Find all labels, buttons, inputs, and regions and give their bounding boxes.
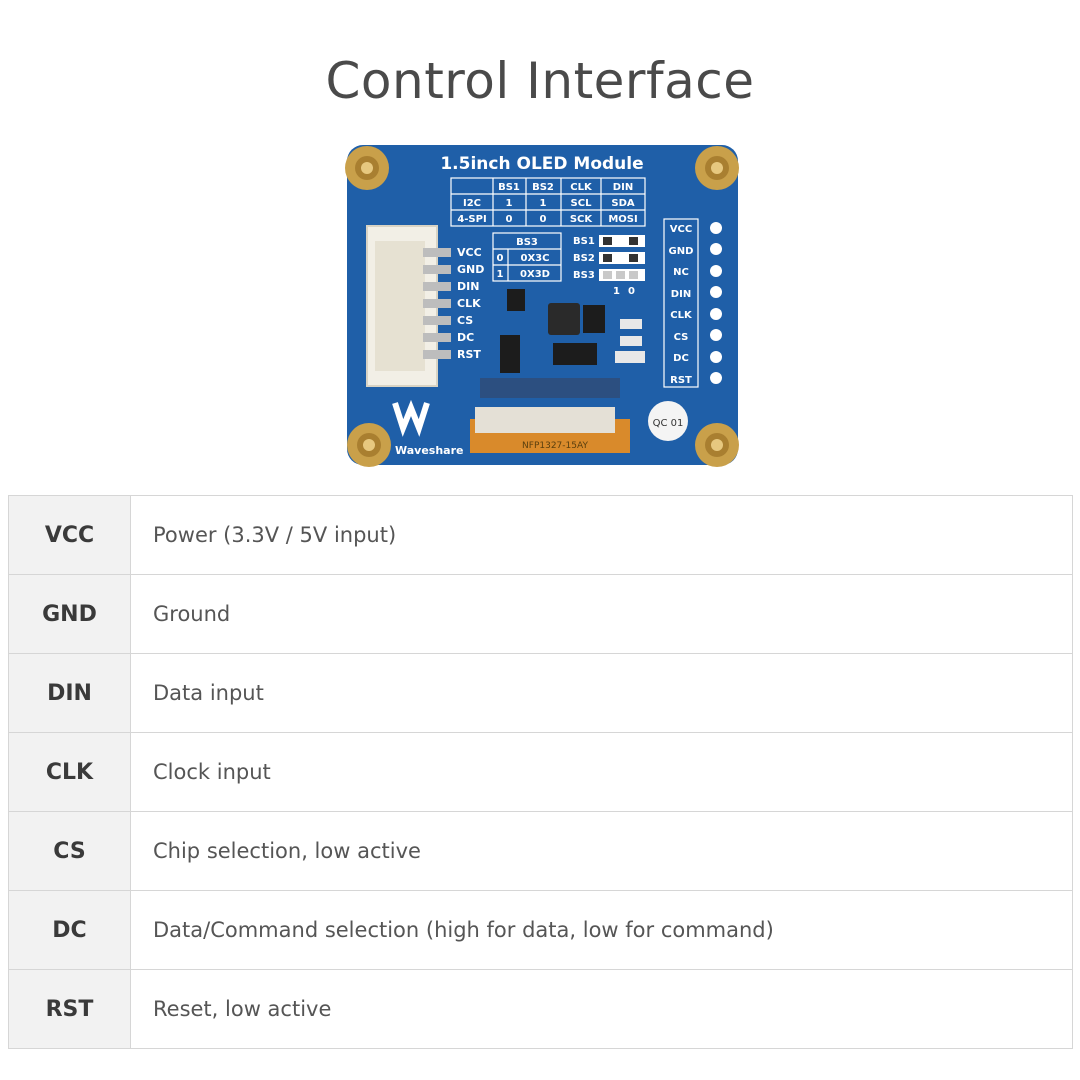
right-pin-dc: DC bbox=[673, 353, 689, 364]
left-pin-vcc: VCC bbox=[457, 246, 482, 259]
bus-row-i2c-bs1: 1 bbox=[506, 198, 513, 209]
standoff-top-right bbox=[695, 146, 739, 190]
bs3-row-0-value: 0 bbox=[497, 253, 504, 264]
fpc-connector bbox=[470, 407, 630, 453]
bus-header-bs1: BS1 bbox=[498, 182, 520, 193]
right-pin-din: DIN bbox=[671, 289, 691, 300]
board-title: 1.5inch OLED Module bbox=[440, 154, 643, 174]
bs3-row-1-address: 0X3D bbox=[520, 269, 550, 280]
left-pin-cs: CS bbox=[457, 314, 473, 327]
pin-description: Ground bbox=[130, 574, 1073, 654]
waveshare-logo bbox=[392, 399, 430, 437]
switch-pads bbox=[599, 235, 645, 281]
standoff-bottom-left bbox=[347, 423, 391, 467]
right-header-holes bbox=[710, 222, 722, 384]
right-pin-vcc: VCC bbox=[670, 224, 692, 235]
switch-scale-1: 1 bbox=[613, 286, 620, 297]
oled-board-image: 1.5inch OLED Module BS1 BS2 CLK DIN I2C … bbox=[345, 143, 740, 467]
bus-row-spi-bs1: 0 bbox=[506, 214, 513, 225]
bus-header-din: DIN bbox=[613, 182, 633, 193]
bus-header-clk: CLK bbox=[570, 182, 593, 193]
bs3-row-0-address: 0X3C bbox=[521, 253, 550, 264]
left-pin-gnd: GND bbox=[457, 263, 484, 276]
fpc-label: NFP1327-15AY bbox=[522, 441, 588, 451]
switch-label-bs3: BS3 bbox=[573, 270, 595, 281]
pin-description: Data/Command selection (high for data, l… bbox=[130, 890, 1073, 970]
pin-name: DC bbox=[8, 890, 131, 970]
left-pin-dc: DC bbox=[457, 331, 474, 344]
pin-name: RST bbox=[8, 969, 131, 1049]
qc-sticker bbox=[648, 401, 688, 441]
bus-row-i2c-din: SDA bbox=[611, 198, 635, 209]
page-title: Control Interface bbox=[325, 52, 755, 110]
pcb-board bbox=[347, 145, 738, 465]
bus-row-i2c-bs2: 1 bbox=[540, 198, 547, 209]
bs3-row-1-value: 1 bbox=[497, 269, 504, 280]
pin-name: DIN bbox=[8, 653, 131, 733]
bus-row-spi-mode: 4-SPI bbox=[457, 214, 486, 225]
smd-components bbox=[480, 289, 645, 398]
pin-description: Power (3.3V / 5V input) bbox=[130, 495, 1073, 575]
pin-description: Reset, low active bbox=[130, 969, 1073, 1049]
right-pin-rst: RST bbox=[670, 375, 692, 386]
pin-description: Clock input bbox=[130, 732, 1073, 812]
bus-row-spi-din: MOSI bbox=[608, 214, 637, 225]
bus-row-spi-clk: SCK bbox=[570, 214, 594, 225]
switch-label-bs2: BS2 bbox=[573, 253, 595, 264]
bs3-header: BS3 bbox=[516, 237, 538, 248]
bus-mode-table bbox=[450, 177, 646, 227]
standoff-bottom-right bbox=[695, 423, 739, 467]
right-pin-cs: CS bbox=[674, 332, 689, 343]
bs3-table bbox=[492, 232, 562, 282]
pin-name: CLK bbox=[8, 732, 131, 812]
bus-row-spi-bs2: 0 bbox=[540, 214, 547, 225]
brand-label: Waveshare bbox=[395, 444, 463, 457]
switch-label-bs1: BS1 bbox=[573, 236, 595, 247]
standoff-top-left bbox=[345, 146, 389, 190]
qc-label: QC 01 bbox=[653, 418, 684, 429]
left-pin-clk: CLK bbox=[457, 297, 481, 310]
pin-name: CS bbox=[8, 811, 131, 891]
left-pin-rst: RST bbox=[457, 348, 481, 361]
pin-description: Data input bbox=[130, 653, 1073, 733]
switch-scale-0: 0 bbox=[628, 286, 635, 297]
left-connector bbox=[366, 225, 451, 387]
right-pin-nc: NC bbox=[673, 267, 689, 278]
right-pin-gnd: GND bbox=[669, 246, 694, 257]
left-pin-din: DIN bbox=[457, 280, 479, 293]
pin-name: GND bbox=[8, 574, 131, 654]
pin-name: VCC bbox=[8, 495, 131, 575]
bus-row-i2c-clk: SCL bbox=[571, 198, 593, 209]
bus-row-i2c-mode: I2C bbox=[463, 198, 481, 209]
right-pin-labels bbox=[663, 218, 699, 388]
bus-header-bs2: BS2 bbox=[532, 182, 554, 193]
pin-description: Chip selection, low active bbox=[130, 811, 1073, 891]
right-pin-clk: CLK bbox=[670, 310, 693, 321]
